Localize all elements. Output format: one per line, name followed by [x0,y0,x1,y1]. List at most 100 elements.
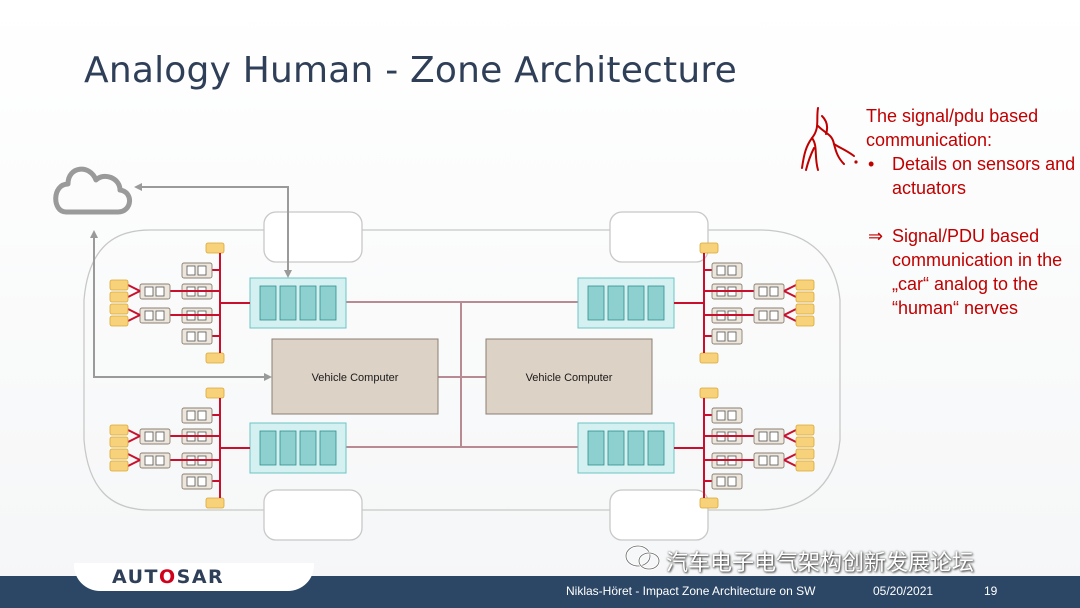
cloud-connections [93,186,289,378]
implies-arrow-mark: ⇒ [868,226,884,246]
sensor-box [205,387,225,399]
car-body-outline [83,229,841,511]
arrowhead-to-cloud [134,183,142,191]
sensor-box [109,315,129,327]
ecu-port [197,265,207,276]
ecu-box [139,428,171,445]
sensor-box [699,387,719,399]
ecu-box [181,407,213,424]
signal-wire [127,308,141,316]
ecu-port [186,476,196,487]
sensor-box [699,242,719,254]
ecu-port [727,265,737,276]
ecu-port [186,331,196,342]
zone-architecture-diagram: Vehicle Computer Vehicle Computer [53,166,841,541]
signal-wire [783,429,797,437]
signal-wire [127,429,141,437]
sensor-box [109,291,129,303]
ecu-box [753,452,785,469]
ecu-port [144,310,154,321]
signal-wire [783,314,797,322]
sensor-box [795,424,815,436]
ecu-port [758,310,768,321]
sensor-box [795,291,815,303]
sensor-box [699,497,719,509]
ecu-box [181,328,213,345]
autosar-logo: AUTOSAR [112,566,225,588]
ecu-port [769,286,779,297]
ecu-port [716,410,726,421]
ecu-box [711,407,743,424]
sensor-box [795,303,815,315]
logo-tab [74,563,314,591]
signal-wire [783,290,797,298]
ecu-port [716,265,726,276]
vehicle-computer-right-label: Vehicle Computer [526,372,613,384]
zone-controller-rear-right [577,422,675,474]
ecu-box [139,307,171,324]
bullet-mark: • [868,154,875,174]
ecu-cluster-rear-left [109,387,250,509]
ecu-port [144,455,154,466]
ecu-box [139,283,171,300]
ecu-box [711,262,743,279]
sensor-box [109,303,129,315]
footer-page-number: 19 [984,584,998,598]
zone-controller-front-left [249,277,347,329]
signal-wire [783,435,797,443]
sensor-box [205,497,225,509]
ecu-box [753,428,785,445]
sensor-box [795,460,815,472]
signal-wire [783,459,797,467]
ecu-port [155,455,165,466]
ecu-box [753,283,785,300]
ecu-port [197,331,207,342]
ecu-port [716,331,726,342]
ecu-port [155,431,165,442]
wheel-rear-right [609,489,709,541]
watermark-text: 汽车电子电气架构创新发展论坛 [666,551,975,576]
ecu-box [139,452,171,469]
signal-wire [127,314,141,322]
sensor-box [109,448,129,460]
signal-wire [127,290,141,298]
signal-wire [127,459,141,467]
signal-wire [783,284,797,292]
ecu-box [711,328,743,345]
sensor-box [109,279,129,291]
signal-wire [783,453,797,461]
wheel-front-right [609,211,709,263]
ecu-cluster-front-right [674,242,815,364]
sensor-box [109,436,129,448]
sensor-box [699,352,719,364]
ecu-port [155,310,165,321]
vehicle-computer-left-label: Vehicle Computer [312,372,399,384]
sensor-box [795,448,815,460]
slide-title: Analogy Human - Zone Architecture [84,50,737,91]
ecu-port [727,476,737,487]
note-bullet-text: Details on sensors and actuators [892,154,1076,198]
ecu-port [197,410,207,421]
ecu-port [758,431,768,442]
vehicle-computer-left: Vehicle Computer [271,338,439,415]
note-conclusion: ⇒ Signal/PDU based communication in the … [866,224,1076,320]
signal-wire [127,435,141,443]
wheel-rear-left [263,489,363,541]
arrowhead-to-zone [284,270,292,278]
wheel-front-left [263,211,363,263]
footer-date: 05/20/2021 [873,584,934,598]
sensor-box [795,436,815,448]
ecu-port [758,455,768,466]
ecu-port [197,476,207,487]
cloud-icon [53,166,132,215]
zone-controller-front-right [577,277,675,329]
sensor-box [109,424,129,436]
sensor-box [795,279,815,291]
ecu-port [769,431,779,442]
ecu-box [181,262,213,279]
note-conclusion-text: Signal/PDU based communication in the „c… [892,226,1063,318]
signal-wire [783,308,797,316]
nerve-icon [801,107,858,171]
backbone-network [346,301,578,448]
wechat-icon [624,544,661,571]
